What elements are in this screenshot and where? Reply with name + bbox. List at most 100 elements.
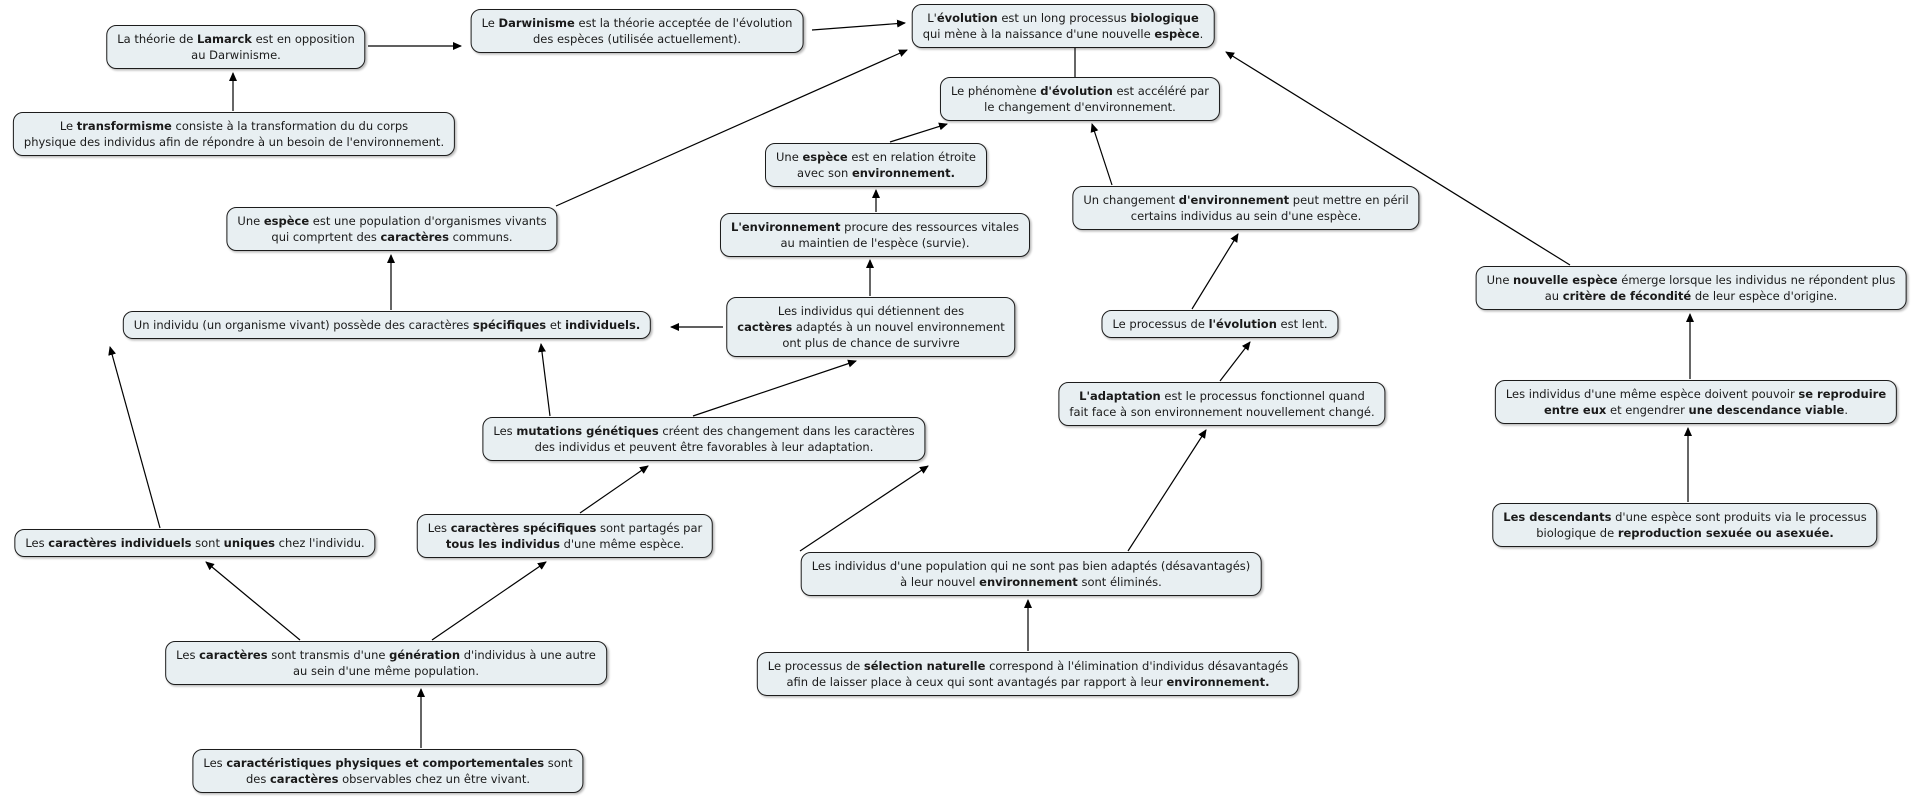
- concept-node-text: Lamarck: [196, 32, 252, 46]
- concept-node-text: est la théorie acceptée de l'évolution d…: [532, 16, 793, 46]
- concept-node-text: Le: [481, 16, 499, 30]
- concept-node-text: sont éliminés.: [1077, 575, 1162, 589]
- concept-node-text: L': [927, 11, 937, 25]
- concept-node-environnement-ressources[interactable]: L'environnement procure des ressources v…: [719, 213, 1031, 257]
- concept-node-text: observables chez un être vivant.: [338, 772, 531, 786]
- concept-node-text: sont des: [245, 756, 573, 786]
- concept-node-evolution[interactable]: L'évolution est un long processus biolog…: [911, 4, 1215, 48]
- concept-node-text: Les: [176, 648, 200, 662]
- edge-arrow-transmission--caracteres-specifiques: [431, 561, 547, 641]
- edge-arrow-elimines--mutations: [799, 465, 929, 552]
- concept-node-text: une descendance viable: [1688, 403, 1845, 417]
- concept-node-text: consiste à la transformation du du corps…: [23, 119, 445, 149]
- concept-node-text: Une: [237, 214, 264, 228]
- concept-node-text: Le processus de: [1112, 317, 1209, 331]
- concept-node-individu[interactable]: Un individu (un organisme vivant) possèd…: [122, 311, 652, 339]
- concept-node-text: critère de fécondité: [1562, 289, 1692, 303]
- concept-node-phenomene[interactable]: Le phénomène d'évolution est accéléré pa…: [939, 77, 1221, 121]
- edge-arrow-caracteres-specifiques--mutations: [579, 465, 649, 514]
- edge-arrow-changement-environnement--phenomene: [1090, 123, 1113, 186]
- concept-node-text: tous les individus: [445, 537, 560, 551]
- concept-node-text: environnement.: [1166, 675, 1270, 689]
- concept-node-darwinisme[interactable]: Le Darwinisme est la théorie acceptée de…: [470, 9, 804, 53]
- concept-node-text: Le phénomène: [950, 84, 1041, 98]
- concept-node-text: Les descendants: [1503, 510, 1612, 524]
- concept-node-text: caractéristiques physiques et comporteme…: [226, 756, 545, 770]
- concept-node-caracteres-individuels[interactable]: Les caractères individuels sont uniques …: [14, 529, 376, 557]
- concept-node-evolution-lent[interactable]: Le processus de l'évolution est lent.: [1101, 310, 1339, 338]
- concept-node-espece-population[interactable]: Une espèce est une population d'organism…: [226, 207, 558, 251]
- concept-node-transformisme[interactable]: Le transformisme consiste à la transform…: [12, 112, 456, 156]
- concept-node-text: peut mettre en péril certains individus …: [1130, 193, 1409, 223]
- concept-node-text: est lent.: [1276, 317, 1328, 331]
- concept-node-text: sont partagés par: [600, 521, 703, 535]
- concept-node-text: génération: [389, 648, 461, 662]
- concept-node-text: créent des changement dans les caractère…: [534, 424, 915, 454]
- edge-arrow-caracteres-individuels--individu: [108, 346, 161, 529]
- concept-node-adaptation[interactable]: L'adaptation est le processus fonctionne…: [1058, 382, 1386, 426]
- concept-node-text: Les individus qui détiennent des: [777, 304, 965, 318]
- concept-node-text: d'environnement: [1178, 193, 1290, 207]
- concept-node-text: est accéléré par le changement d'environ…: [984, 84, 1210, 114]
- concept-node-selection[interactable]: Le processus de sélection naturelle corr…: [756, 652, 1300, 696]
- concept-node-descendants[interactable]: Les descendants d'une espèce sont produi…: [1492, 503, 1878, 547]
- concept-node-text: L'adaptation: [1079, 389, 1161, 403]
- concept-node-text: Les: [25, 536, 49, 550]
- concept-node-text: Une: [1486, 273, 1514, 287]
- concept-node-text: environnement: [979, 575, 1078, 589]
- edge-arrow-darwinisme--evolution: [811, 19, 906, 31]
- concept-node-text: est en relation étroite avec son: [797, 150, 976, 180]
- concept-node-elimines[interactable]: Les individus d'une population qui ne so…: [800, 552, 1262, 596]
- concept-node-text: La théorie de: [117, 32, 197, 46]
- concept-node-text: émerge lorsque les individus ne réponden…: [1544, 273, 1896, 303]
- edge-arrow-nouvelle-espece--evolution: [1225, 51, 1571, 266]
- concept-node-transmission[interactable]: Les caractères sont transmis d'une génér…: [165, 641, 607, 685]
- concept-node-text: Le processus de: [767, 659, 864, 673]
- concept-node-espece-relation[interactable]: Une espèce est en relation étroite avec …: [765, 143, 987, 187]
- concept-node-text: spécifiques: [472, 318, 547, 332]
- concept-node-caracteres-specifiques[interactable]: Les caractères spécifiques sont partagés…: [416, 514, 714, 558]
- concept-node-text: biologique: [1130, 11, 1199, 25]
- concept-node-changement-environnement[interactable]: Un changement d'environnement peut mettr…: [1072, 186, 1420, 230]
- edge-arrow-espece-relation--phenomene: [889, 122, 948, 143]
- concept-node-text: espèce: [1154, 27, 1200, 41]
- concept-node-text: sont: [191, 536, 224, 550]
- concept-node-mutations[interactable]: Les mutations génétiques créent des chan…: [482, 417, 926, 461]
- edge-arrow-elimines--adaptation: [1127, 429, 1207, 552]
- concept-node-lamarck[interactable]: La théorie de Lamarck est en opposition …: [106, 25, 366, 69]
- concept-node-text: qui mène à la naissance d'une nouvelle: [922, 27, 1151, 41]
- edge-arrow-mutations--individus-adaptes: [692, 359, 857, 417]
- concept-node-text: d'évolution: [1040, 84, 1113, 98]
- concept-node-text: est un long processus: [997, 11, 1131, 25]
- concept-node-text: correspond à l'élimination d'individus d…: [786, 659, 1289, 689]
- edge-arrow-mutations--individu: [538, 343, 551, 417]
- concept-node-text: Les: [427, 521, 451, 535]
- edge-arrow-evolution-lent--changement-environnement: [1191, 233, 1239, 310]
- concept-node-text: sélection naturelle: [863, 659, 986, 673]
- concept-node-text: reproduction sexuée ou asexuée.: [1617, 526, 1834, 540]
- concept-node-text: évolution: [936, 11, 998, 25]
- concept-node-individus-adaptes[interactable]: Les individus qui détiennent des cactère…: [726, 297, 1016, 357]
- concept-node-text: caractères: [380, 230, 449, 244]
- edges-group: [108, 19, 1694, 748]
- concept-node-text: est une population d'organismes vivants …: [271, 214, 547, 244]
- concept-node-text: caractères: [269, 772, 339, 786]
- concept-node-text: Une: [776, 150, 803, 164]
- concept-node-observables[interactable]: Les caractéristiques physiques et compor…: [192, 749, 584, 793]
- concept-node-text: d'une même espèce.: [559, 537, 685, 551]
- concept-node-reproduction[interactable]: Les individus d'une même espèce doivent …: [1494, 380, 1898, 424]
- concept-node-text: Un changement: [1083, 193, 1179, 207]
- concept-node-text: Darwinisme: [498, 16, 575, 30]
- concept-node-nouvelle-espece[interactable]: Une nouvelle espèce émerge lorsque les i…: [1475, 266, 1907, 310]
- concept-node-text: environnement.: [851, 166, 955, 180]
- concept-node-text: est en opposition au Darwinisme.: [191, 32, 355, 62]
- concept-node-text: .: [1199, 27, 1204, 41]
- concept-node-text: chez l'individu.: [275, 536, 365, 550]
- concept-node-text: procure des ressources vitales au mainti…: [780, 220, 1020, 250]
- concept-node-text: Les: [493, 424, 517, 438]
- edge-arrow-espece-population--evolution: [555, 49, 908, 207]
- concept-node-text: .: [1844, 403, 1849, 417]
- concept-node-text: caractères spécifiques: [450, 521, 597, 535]
- edge-arrow-adaptation--evolution-lent: [1219, 341, 1251, 382]
- concept-node-text: transformisme: [76, 119, 172, 133]
